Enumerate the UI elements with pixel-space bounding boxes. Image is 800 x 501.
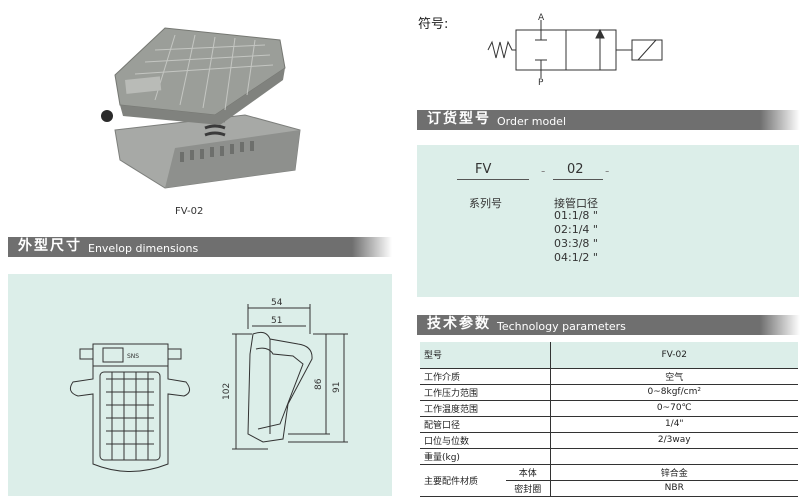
dimensions-header: 外型尺寸 Envelop dimensions: [8, 237, 392, 257]
front-label: SNS: [127, 353, 139, 360]
table-row: 密封圈 NBR: [420, 480, 798, 497]
table-row: 主要配件材质 本体 锌合金: [420, 464, 798, 497]
table-row: 工作介质 空气: [420, 368, 798, 385]
dim-102: 102: [222, 383, 232, 400]
dim-54: 54: [271, 298, 283, 308]
tech-value: 空气: [549, 368, 798, 385]
tech-key: 重量(kg): [420, 448, 550, 465]
order-title-en: Order model: [497, 115, 567, 128]
symbol-label: 符号:: [418, 17, 449, 32]
dimensions-title-en: Envelop dimensions: [88, 242, 199, 255]
port-option: 04:1/2 ": [554, 251, 598, 264]
dimension-drawing: SNS 54 51 102 86 91: [69, 298, 348, 472]
dim-51: 51: [271, 316, 282, 326]
port-option: 02:1/4 ": [554, 223, 598, 236]
tech-title-en: Technology parameters: [497, 320, 626, 333]
dimensions-panel: SNS 54 51 102 86 91: [8, 274, 392, 496]
port-size-label: 接管口径: [554, 197, 598, 210]
tech-subkey: 密封圈: [506, 480, 550, 497]
valve-symbol: A P: [487, 13, 663, 85]
tech-subkey: 本体: [506, 464, 550, 481]
tech-key: 主要配件材质: [420, 464, 506, 497]
order-title-zh: 订货型号: [427, 111, 491, 127]
tech-value: [549, 448, 798, 465]
tech-value: 1/4": [549, 416, 798, 433]
table-row: 工作温度范围 0~70℃: [420, 400, 798, 417]
dim-91: 91: [332, 382, 342, 393]
order-code-port: 02: [567, 162, 584, 177]
port-p-label: P: [538, 78, 544, 85]
dimensions-title-zh: 外型尺寸: [18, 238, 82, 254]
table-row: 重量(kg): [420, 448, 798, 465]
tech-value: 2/3way: [549, 432, 798, 449]
port-option: 01:1/8 ": [554, 209, 598, 222]
table-row: 口位与位数 2/3way: [420, 432, 798, 449]
series-label: 系列号: [469, 197, 502, 210]
order-code-series: FV: [475, 162, 492, 177]
tech-value: 锌合金: [549, 464, 798, 481]
tech-header-value: FV-02: [549, 342, 798, 369]
tech-value: 0~70℃: [549, 400, 798, 417]
tech-table: 型号 FV-02 工作介质 空气 工作压力范围 0~8kgf/cm² 工作温度范…: [420, 342, 798, 497]
tech-key: 配管口径: [420, 416, 550, 433]
product-photo: [101, 27, 301, 189]
tech-title-zh: 技术参数: [427, 316, 491, 332]
tech-key: 工作介质: [420, 368, 550, 385]
port-a-label: A: [538, 13, 545, 23]
order-panel: FV - 02 - 系列号 接管口径 01:1/8 " 02:1/4 " 03:…: [417, 145, 799, 297]
tech-value: NBR: [549, 480, 798, 497]
table-row: 配管口径 1/4": [420, 416, 798, 433]
photo-caption: FV-02: [175, 206, 204, 217]
tech-key: 工作压力范围: [420, 384, 550, 401]
tech-value: 0~8kgf/cm²: [549, 384, 798, 401]
order-separator-2: -: [605, 164, 610, 178]
port-option: 03:3/8 ": [554, 237, 598, 250]
table-row: 型号 FV-02: [420, 342, 798, 369]
table-row: 工作压力范围 0~8kgf/cm²: [420, 384, 798, 401]
tech-header: 技术参数 Technology parameters: [417, 315, 800, 335]
tech-header-key: 型号: [420, 342, 550, 369]
order-header: 订货型号 Order model: [417, 110, 800, 130]
dim-86: 86: [314, 378, 324, 390]
order-separator-1: -: [541, 164, 546, 178]
tech-key: 工作温度范围: [420, 400, 550, 417]
tech-key: 口位与位数: [420, 432, 550, 449]
